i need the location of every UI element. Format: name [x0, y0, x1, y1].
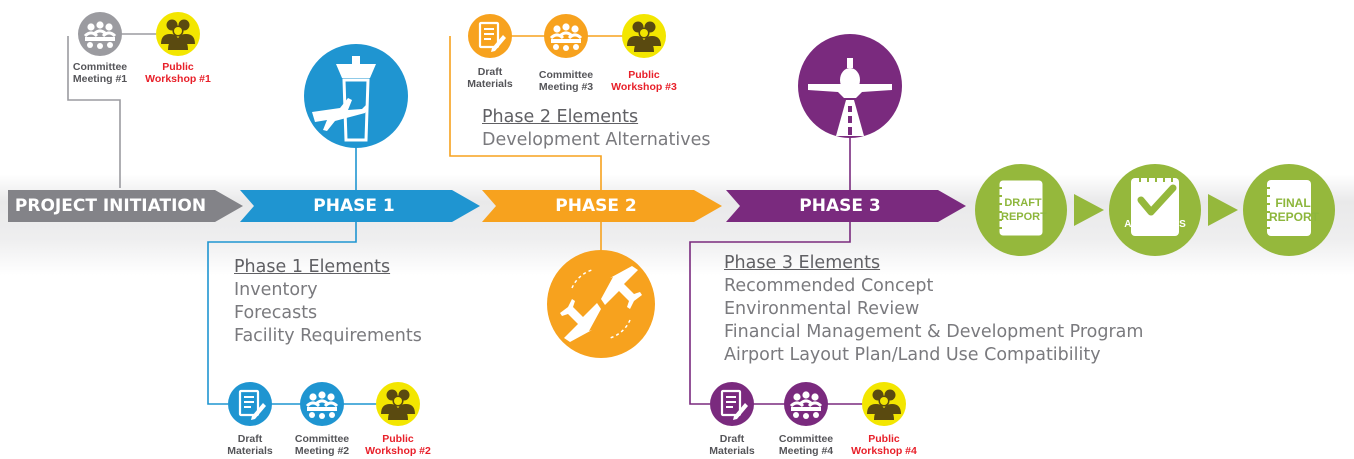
- airplanes-cycle-icon: [547, 250, 655, 358]
- phase3-element: Airport Layout Plan/Land Use Compatibili…: [724, 345, 1101, 365]
- phase3-element: Recommended Concept: [724, 276, 934, 296]
- phase1-element: Inventory: [234, 280, 318, 300]
- phase3-arrow-label: PHASE 3: [799, 196, 881, 216]
- phase1-element: Facility Requirements: [234, 326, 422, 346]
- phase2-elements-title: Phase 2 Elements: [482, 107, 639, 127]
- approvals-label: APPROVALS: [1124, 219, 1186, 230]
- project-initiation-label: PROJECT INITIATION: [14, 196, 207, 216]
- phase2-element: Development Alternatives: [482, 130, 711, 150]
- phase3-elements-title: Phase 3 Elements: [724, 253, 881, 273]
- phase3-element: Financial Management & Development Progr…: [724, 322, 1144, 342]
- outcome-circles: [975, 164, 1335, 256]
- connector-lines: [67, 36, 851, 405]
- phase3-element: Environmental Review: [724, 299, 920, 319]
- control-tower-icon: [304, 44, 408, 148]
- phase3-elements: Phase 3 Elements Recommended Concept Env…: [724, 252, 1143, 367]
- airplane-runway-icon: [798, 34, 902, 138]
- phase1-arrow-label: PHASE 1: [313, 196, 395, 216]
- phase2-elements: Phase 2 Elements Development Alternative…: [482, 106, 711, 152]
- meeting-circles: [78, 12, 906, 426]
- phase1-elements-title: Phase 1 Elements: [234, 257, 391, 277]
- phase2-arrow-label: PHASE 2: [555, 196, 637, 216]
- phase1-element: Forecasts: [234, 303, 318, 323]
- phase1-elements: Phase 1 Elements Inventory Forecasts Fac…: [234, 256, 422, 348]
- phase-arrows: [8, 190, 1238, 226]
